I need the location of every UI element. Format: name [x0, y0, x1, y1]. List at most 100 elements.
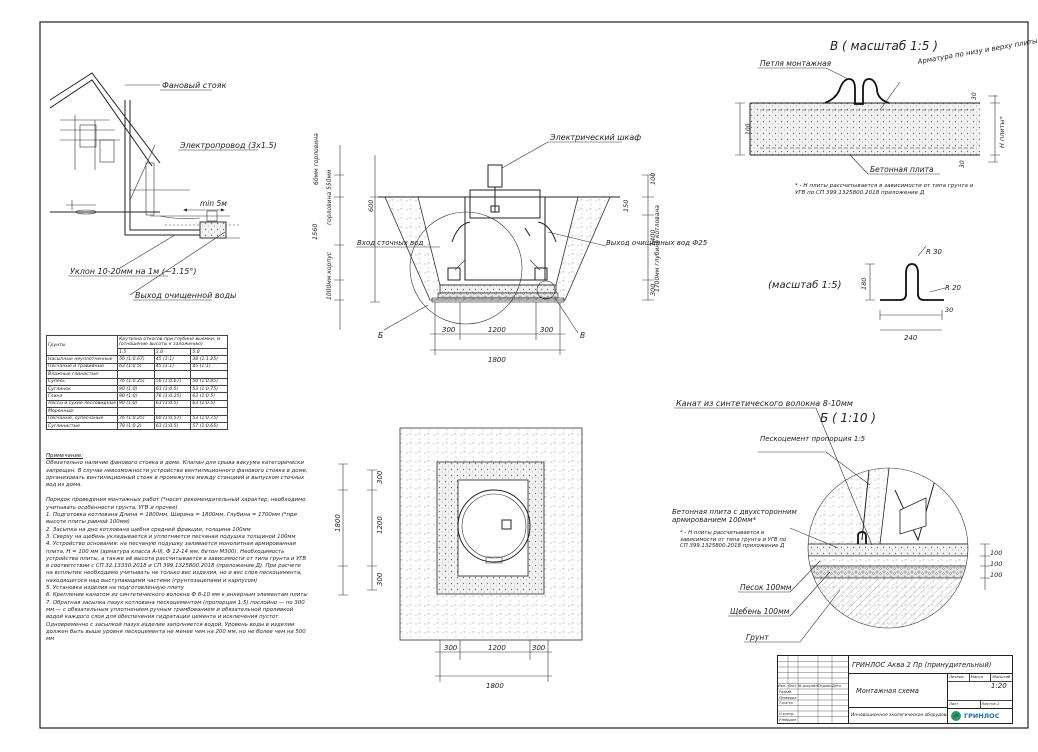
sheet-label: Лист — [948, 701, 981, 709]
table-cell: Песчаные, супесчаные — [45, 414, 119, 423]
table-cell: 90 (1:0) — [117, 384, 155, 394]
letter-col: Литера — [948, 674, 970, 681]
sheet-count: Лист Листов 1 — [948, 700, 1012, 709]
gravel-label: Щебень 100мм — [730, 607, 790, 616]
revision-column: Лист — [788, 684, 797, 688]
table-subheader: 1.5 — [117, 347, 155, 357]
sheets-label: Листов 1 — [981, 701, 1000, 706]
soil-label: Грунт — [746, 633, 769, 642]
neck-label: 60мм горловина — [313, 133, 320, 185]
top-width-300-b: 300 — [532, 644, 546, 652]
sheet-info: Литера Масса Масштаб 1:20 Лист Листов 1 — [948, 674, 1012, 709]
company-logo: ГРИНЛОС — [950, 709, 1012, 722]
table-cell: 57 (1:0.65) — [190, 421, 228, 431]
mass-col: Масса — [970, 674, 992, 681]
notes-title: Примечание: — [46, 453, 84, 459]
table-cell: Суглинистые — [45, 421, 119, 431]
table-cell: 76 (1:0.25) — [153, 392, 192, 401]
riser-label: Фановый стояк — [162, 81, 226, 90]
install-step: 1. Подготовка котлована Длина = 1800мм, … — [46, 512, 297, 526]
top-width-300-a: 300 — [444, 644, 458, 652]
revision-column: Дата — [832, 684, 841, 688]
house-section — [49, 72, 240, 296]
top-dim-1800-v: 1800 — [334, 514, 342, 532]
top-view-drawing — [338, 427, 583, 682]
table-cell: Песчаные и гравийные — [45, 362, 119, 372]
top-dim-1200: 1200 — [376, 516, 384, 534]
top-dim-300-a: 300 — [376, 470, 384, 484]
table-cell: 63 (1:0.5) — [153, 399, 192, 409]
table-cell: 78 (1:0.2) — [117, 421, 155, 431]
loop-label: Петля монтажная — [760, 59, 832, 68]
loop-r20: R 20 — [945, 284, 962, 292]
table-cell — [117, 370, 155, 379]
table-cell — [190, 407, 228, 416]
drawing-name: Монтажная схема — [848, 674, 948, 708]
width-300-right: 300 — [540, 326, 554, 334]
table-cell: 45 (1:1) — [190, 362, 228, 372]
table-cell: 76 (1:0.25) — [117, 414, 155, 423]
table-cell: 45 (1:1) — [153, 355, 192, 364]
table-subheader: 5.0 — [190, 347, 228, 357]
table-cell: Влажные глинистые: — [45, 370, 119, 379]
table-cell: Глина — [45, 392, 119, 401]
top-dim-300-b: 300 — [376, 572, 384, 586]
table-cell: 38 (1:1.25) — [190, 355, 228, 364]
loop-detail-drawing — [865, 245, 946, 320]
table-cell: 45 (1:1) — [153, 362, 192, 372]
table-cell: 63 (1:0.5) — [153, 421, 192, 431]
sand-cement-label: Пескоцемент пропорция 1:5 — [760, 435, 866, 443]
detail-b-note: * - Н плиты рассчитывается в зависимости… — [680, 530, 787, 550]
table-cell — [153, 370, 192, 379]
top-width-1200: 1200 — [488, 644, 506, 652]
loop-r30: R 30 — [926, 248, 943, 256]
loop-dim-240: 240 — [904, 334, 918, 342]
table-cell: 56 (1:0.67) — [117, 355, 155, 364]
loop-dim-180: 180 — [860, 278, 868, 290]
install-step: 7. Обратная засыпка пазух котлована песк… — [46, 599, 306, 643]
inlet-label: Вход сточных вод — [357, 239, 424, 247]
table-cell: Моренные: — [45, 407, 119, 416]
slab-b-label: Бетонная плита с двухсторонним армирован… — [672, 508, 797, 524]
table-cell: 56 (1:0.67) — [153, 377, 192, 386]
detail-b-drawing — [807, 467, 990, 629]
dim-150: 150 — [622, 200, 630, 212]
body-label: 1000мм корпус — [326, 251, 333, 300]
table-subheader: 3.0 — [153, 347, 192, 357]
table-header-slope: Крутизна откосов при глубине выемки, м (… — [117, 335, 228, 349]
table-row: Влажные глинистые: — [45, 370, 228, 379]
table-cell — [190, 370, 228, 379]
pit-depth-label: 1700мм глубина котлована — [654, 205, 661, 292]
outlet-label: Выход очищенной воды — [135, 291, 236, 300]
table-cell: 63 (1:0.5) — [117, 362, 155, 372]
revision-column: Изм. — [778, 684, 786, 688]
width-1800: 1800 — [488, 356, 506, 364]
signature-role: Н.контр. — [779, 712, 795, 716]
sheet-header: Литера Масса Масштаб — [948, 674, 1012, 682]
slab-label: Бетонная плита — [870, 165, 934, 174]
neck-size-label: горловина 550мм — [326, 169, 333, 225]
install-step: 6. Крепление канатом из синтетического в… — [46, 592, 308, 599]
logo-text: ГРИНЛОС — [964, 711, 1000, 720]
notes-paragraph-2: Порядок проведения монтажных работ (*нос… — [46, 497, 306, 511]
callout-v: В — [580, 331, 585, 340]
detail-v-drawing — [735, 78, 1000, 163]
table-cell: 76 (1:0.25) — [117, 377, 155, 386]
station-outlet-label: Выход очищенных вод Ф25 — [606, 239, 708, 247]
table-cell: Супесь — [45, 377, 119, 386]
table-cell: Суглинок — [45, 384, 119, 394]
table-cell: Насыпные неуплотненные — [45, 355, 119, 364]
detail-v-note: * - Н плиты рассчитывается в зависимости… — [795, 183, 974, 196]
signature-role: Т.контр. — [779, 701, 794, 705]
table-cell: 53 (1:0.75) — [190, 384, 228, 394]
top-width-1800: 1800 — [486, 682, 504, 690]
table-cell: 90 (1:0) — [117, 399, 155, 409]
